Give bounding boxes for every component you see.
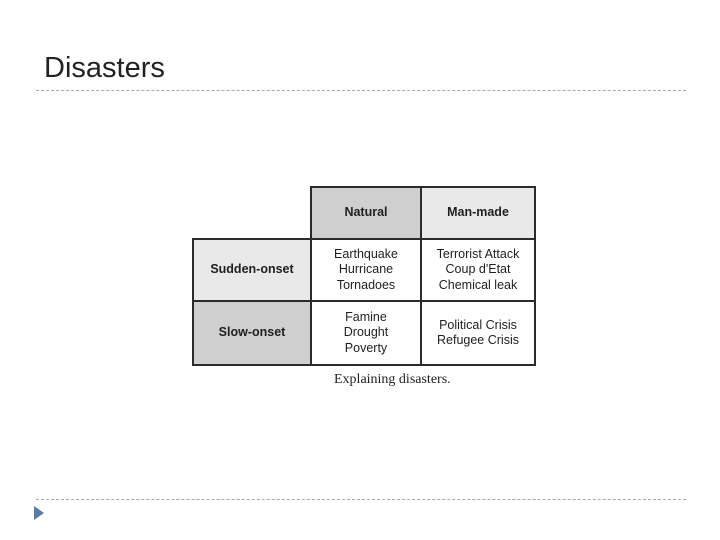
disaster-matrix: Natural Man-made Sudden-onset Earthquake…	[192, 186, 536, 366]
cell-line: Poverty	[344, 340, 388, 355]
row-header-sudden-onset: Sudden-onset	[192, 238, 312, 302]
cell-sudden-natural: Earthquake Hurricane Tornadoes	[310, 238, 422, 302]
cell-slow-natural: Famine Drought Poverty	[310, 300, 422, 366]
figure-caption: Explaining disasters.	[334, 372, 451, 387]
cell-line: Chemical leak	[438, 277, 518, 292]
cell-line: Coup d'Etat	[445, 262, 511, 277]
footer-divider	[36, 499, 686, 500]
cell-line: Tornadoes	[336, 277, 396, 292]
slide-title: Disasters	[44, 52, 165, 84]
cell-line: Earthquake	[334, 246, 398, 261]
cell-line: Terrorist Attack	[436, 246, 520, 261]
col-header-natural: Natural	[310, 186, 422, 240]
title-divider	[36, 90, 686, 91]
triangle-right-icon[interactable]	[34, 506, 44, 520]
cell-line: Refugee Crisis	[437, 333, 519, 347]
row-header-slow-onset: Slow-onset	[192, 300, 312, 366]
cell-sudden-man-made: Terrorist Attack Coup d'Etat Chemical le…	[420, 238, 536, 302]
cell-line: Famine	[345, 309, 387, 324]
cell-slow-man-made: Political Crisis Refugee Crisis	[420, 300, 536, 366]
cell-line: Political Crisis	[439, 317, 517, 332]
cell-line: Hurricane	[338, 262, 394, 277]
col-header-man-made: Man-made	[420, 186, 536, 240]
cell-line: Drought	[343, 325, 389, 340]
